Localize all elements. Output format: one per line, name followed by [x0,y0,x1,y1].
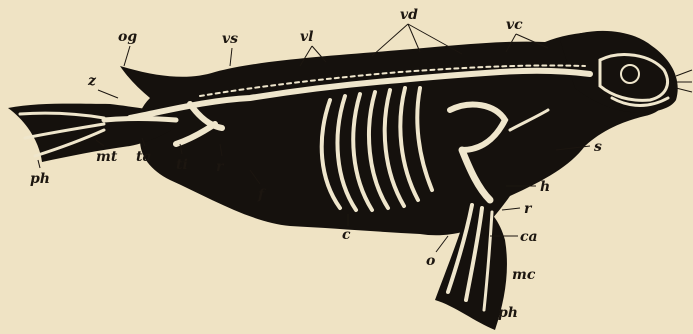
label-f: f [258,188,264,202]
label-mt: mt [96,150,117,164]
eye-socket [621,65,639,83]
label-mc: mc [512,268,535,282]
label-r-hind: r [216,160,223,174]
label-ph-fore: ph [498,306,518,320]
label-ph-hind: ph [30,172,50,186]
label-s: s [594,140,602,154]
label-og: og [118,30,137,44]
label-ti: ti [176,158,188,172]
label-z: z [88,74,96,88]
label-c: c [342,228,351,242]
hind-limb-bones [104,119,176,121]
label-vl: vl [300,30,313,44]
label-h: h [540,180,550,194]
label-vd: vd [400,8,418,22]
label-vc: vc [506,18,523,32]
label-ca: ca [520,230,538,244]
label-ta: ta [136,150,152,164]
label-vs: vs [222,32,238,46]
label-o: o [426,254,435,268]
label-r-fore: r [524,202,531,216]
whiskers [676,70,692,92]
